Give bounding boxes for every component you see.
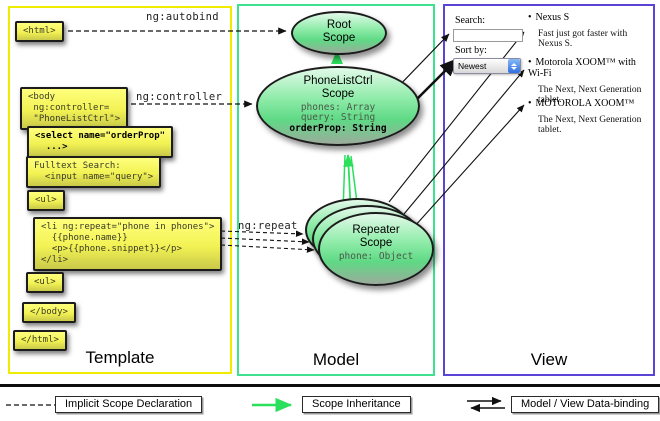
phone-desc: The Next, Next Generation tablet. [538, 115, 642, 135]
repeater-scope-title: Repeater Scope [352, 224, 400, 249]
phone-desc: The Next, Next Generation tablet. [538, 85, 642, 105]
code-box-fulltext-search: Fulltext Search: <input name="query"> [26, 156, 162, 188]
code-box-select-orderprop: <select name="orderProp" ...> [27, 126, 174, 158]
ng-controller-label: ng:controller [136, 91, 223, 103]
sort-select[interactable]: Newest [453, 58, 521, 74]
repeater-scope-ellipse-front: Repeater Scope phone: Object [318, 212, 434, 286]
search-input[interactable] [453, 29, 523, 42]
legend-scope-inheritance: Scope Inheritance [302, 396, 411, 413]
repeater-scope-prop: phone: Object [338, 251, 414, 262]
sort-by-label: Sort by: [455, 45, 487, 56]
phone-title: Nexus S [535, 12, 570, 23]
phonelistctrl-scope-orderprop: orderProp: String [289, 123, 387, 134]
code-box-body-close: </body> [22, 302, 76, 323]
phone-desc: Fast just got faster with Nexus S. [538, 29, 628, 49]
model-column: Model [237, 4, 435, 376]
legend-model-view-data-binding: Model / View Data-binding [511, 396, 660, 413]
phonelistctrl-scope-title: PhoneListCtrl Scope [303, 75, 373, 100]
phone-list-item: •Nexus S Fast just got faster with Nexus… [528, 12, 650, 49]
code-box-ul-open: <ul> [27, 190, 65, 211]
search-label: Search: [455, 15, 485, 26]
root-scope-title: Root Scope [322, 19, 356, 44]
phonelistctrl-scope-props: phones: Array query: String [300, 102, 376, 123]
view-column-label: View [530, 350, 568, 369]
phone-list-item: •MOTOROLA XOOM™ The Next, Next Generatio… [528, 98, 650, 135]
sort-select-value: Newest [458, 61, 487, 71]
code-box-ul-close: <ul> [26, 272, 64, 293]
bullet-icon: • [528, 98, 532, 109]
phonelistctrl-scope-ellipse: PhoneListCtrl Scope phones: Array query:… [256, 66, 420, 146]
template-column-label: Template [85, 348, 155, 367]
ng-repeat-label: ng:repeat [238, 220, 298, 232]
bullet-icon: • [528, 57, 532, 68]
phone-title: Motorola XOOM™ with Wi-Fi [528, 57, 636, 79]
code-box-li-repeat: <li ng:repeat="phone in phones"> {{phone… [33, 217, 223, 271]
select-stepper-icon [508, 59, 520, 73]
model-column-label: Model [312, 350, 360, 369]
code-box-html-open: <html> [15, 21, 64, 42]
phone-list-item: •Motorola XOOM™ with Wi-Fi The Next, Nex… [528, 57, 650, 105]
root-scope-ellipse: Root Scope [291, 11, 387, 55]
legend-separator-line [0, 384, 660, 387]
legend-implicit-scope-declaration: Implicit Scope Declaration [55, 396, 203, 413]
code-box-body-open: <body ng:controller= "PhoneListCtrl"> [20, 87, 129, 130]
phone-title: MOTOROLA XOOM™ [535, 98, 635, 109]
ng-autobind-label: ng:autobind [146, 11, 219, 23]
code-box-html-close: </html> [13, 330, 67, 351]
bullet-icon: • [528, 12, 532, 23]
